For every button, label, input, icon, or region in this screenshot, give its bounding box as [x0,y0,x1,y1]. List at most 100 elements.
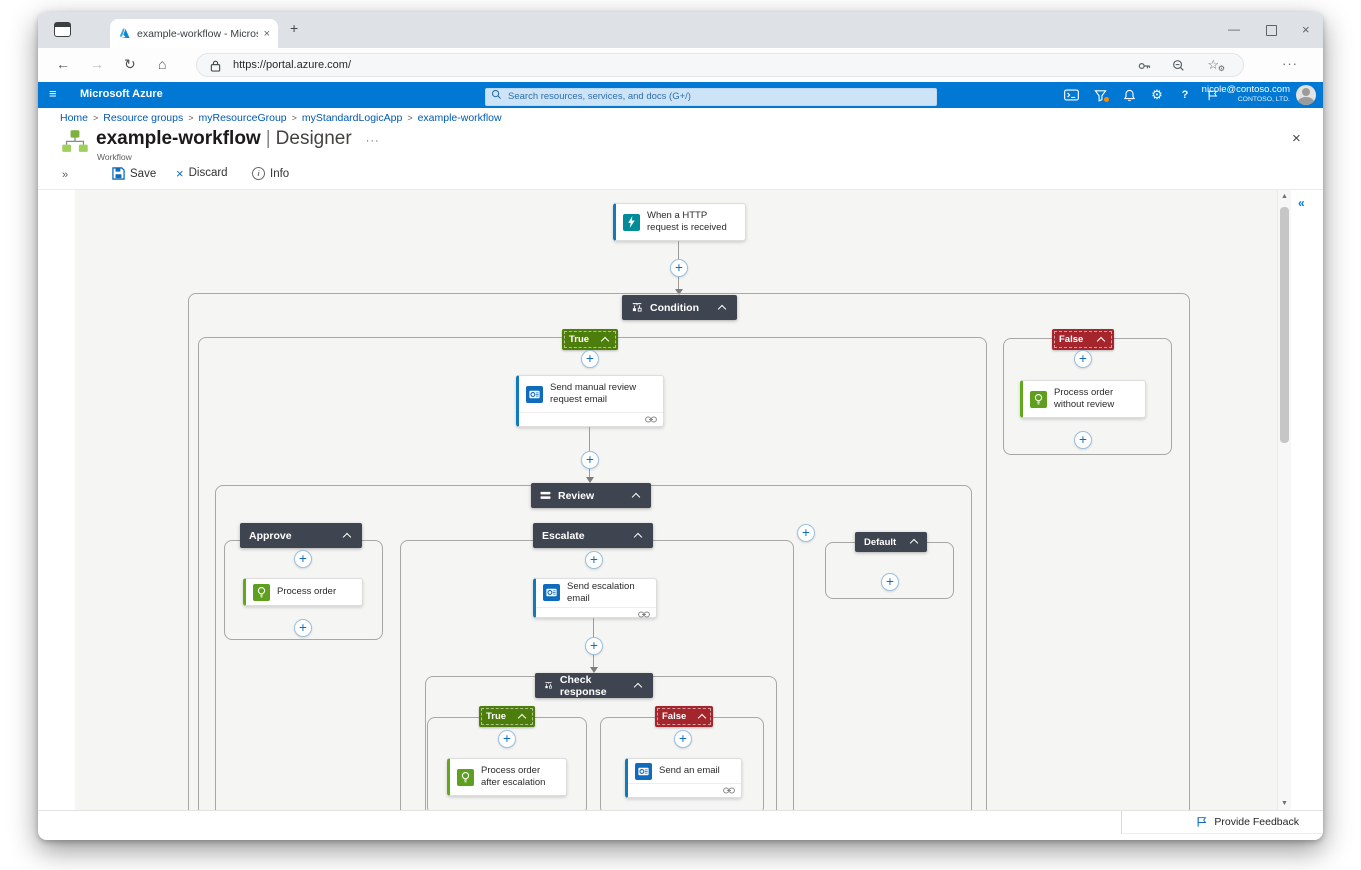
chevron-up-icon[interactable] [698,712,708,721]
connection-strip [628,783,741,797]
window-close-button[interactable]: × [1302,22,1310,37]
chevron-up-icon[interactable] [910,538,920,547]
avatar[interactable] [1296,85,1316,105]
check-response-header[interactable]: Check response [535,673,653,698]
favorites-star-icon[interactable]: ☆ [1207,57,1219,72]
add-action-button[interactable]: + [498,730,516,748]
help-icon[interactable]: ? [1181,89,1189,101]
back-icon[interactable]: ← [56,56,70,72]
provide-feedback-link[interactable]: Provide Feedback [1121,811,1323,834]
info-icon: i [252,167,265,180]
case-label: Default [864,536,897,548]
add-action-button[interactable]: + [294,550,312,568]
nested-false-label[interactable]: False [655,706,713,727]
breadcrumb-sep-icon: > [407,113,413,123]
chevron-up-icon[interactable] [634,531,644,540]
chevron-up-icon[interactable] [518,712,528,721]
info-button[interactable]: i Info [252,167,289,180]
toolbar-overflow-icon[interactable]: » [62,169,69,181]
add-action-button[interactable]: + [1074,350,1092,368]
process-order-without-review-card[interactable]: Process order without review [1020,380,1146,418]
chevron-up-icon[interactable] [1097,335,1107,344]
azure-search-input[interactable] [485,87,937,106]
nested-true-label[interactable]: True [479,706,535,727]
function-icon [253,583,270,601]
escalate-case-header[interactable]: Escalate [533,523,653,548]
chevron-up-icon[interactable] [718,303,728,312]
vertical-scrollbar[interactable]: ▲ ▼ [1277,190,1291,810]
process-order-card[interactable]: Process order [243,578,363,606]
refresh-icon[interactable]: ↻ [124,56,136,72]
send-manual-review-card[interactable]: Send manual review request email [516,375,664,427]
add-action-button[interactable]: + [670,259,688,277]
designer-canvas[interactable]: When a HTTP request is received + Condit… [75,190,1277,810]
add-action-button[interactable]: + [294,619,312,637]
approve-case-header[interactable]: Approve [240,523,362,548]
scroll-down-icon[interactable]: ▼ [1281,800,1288,807]
forward-icon[interactable]: → [90,56,104,72]
breadcrumb-workflow[interactable]: example-workflow [417,112,502,124]
cloud-shell-icon[interactable] [1063,87,1079,103]
breadcrumb-resource-group[interactable]: myResourceGroup [198,112,287,124]
notifications-bell-icon[interactable] [1121,87,1137,103]
chevron-up-icon[interactable] [632,491,642,500]
add-action-button[interactable]: + [581,350,599,368]
default-case-header[interactable]: Default [855,532,927,552]
true-label: True [569,334,590,345]
azure-favicon [119,28,130,39]
title-more-icon[interactable]: ··· [365,135,380,147]
trigger-card[interactable]: When a HTTP request is received [613,203,746,241]
discard-button[interactable]: × Discard [176,165,228,181]
zoom-out-icon[interactable] [1172,59,1185,72]
breadcrumb-resource-groups[interactable]: Resource groups [103,112,184,124]
hamburger-menu-icon[interactable]: ≡ [49,86,57,101]
browser-menu-icon[interactable]: ··· [1282,56,1298,71]
key-icon[interactable] [1138,60,1151,72]
scroll-up-icon[interactable]: ▲ [1281,193,1288,200]
window-minimize-button[interactable]: — [1228,22,1240,36]
breadcrumb-logic-app[interactable]: myStandardLogicApp [301,112,403,124]
condition-header[interactable]: Condition [622,295,737,320]
process-order-after-escalation-card[interactable]: Process order after escalation [447,758,567,796]
send-an-email-card[interactable]: Send an email [625,758,742,798]
connector-arrow [586,477,594,483]
add-action-button[interactable]: + [585,637,603,655]
feedback-icon [1197,817,1207,827]
add-action-button[interactable]: + [585,551,603,569]
discard-x-icon: × [176,165,184,181]
url-bar[interactable]: https://portal.azure.com/ ☆ ⚙ [196,53,1244,77]
breadcrumb-home[interactable]: Home [60,112,89,124]
add-action-button[interactable]: + [674,730,692,748]
scrollbar-thumb[interactable] [1280,207,1289,443]
account-info[interactable]: nicole@contoso.com CONTOSO, LTD. [1188,84,1290,104]
review-switch-header[interactable]: Review [531,483,651,508]
close-blade-icon[interactable]: × [1292,130,1301,147]
home-icon[interactable]: ⌂ [158,56,167,72]
add-case-button[interactable]: + [797,524,815,542]
true-branch-label[interactable]: True [562,329,618,350]
feedback-flag-icon[interactable] [1205,87,1221,103]
azure-brand[interactable]: Microsoft Azure [80,88,163,100]
tab-close-icon[interactable]: × [263,27,270,40]
add-action-button[interactable]: + [1074,431,1092,449]
settings-gear-icon[interactable]: ⚙ [1151,87,1163,102]
false-branch-label[interactable]: False [1052,329,1114,350]
new-tab-button[interactable]: + [290,20,299,36]
workspaces-icon[interactable] [54,22,71,37]
save-icon [112,167,125,180]
add-action-button[interactable]: + [581,451,599,469]
condition-icon [632,303,642,312]
browser-address-bar: ← → ↻ ⌂ https://portal.azure.com/ ☆ ⚙ ··… [38,48,1323,82]
chevron-up-icon[interactable] [343,531,353,540]
window-restore-button[interactable] [1266,25,1277,36]
send-escalation-email-card[interactable]: Send escalation email [533,578,657,618]
chevron-up-icon[interactable] [601,335,611,344]
collapse-panel-icon[interactable]: « [1298,196,1305,210]
azure-search[interactable] [485,86,937,106]
chevron-up-icon[interactable] [634,681,644,690]
browser-tab[interactable]: example-workflow - Microsoft A × [110,19,278,48]
save-button[interactable]: Save [112,167,156,180]
directory-filter-icon[interactable] [1092,87,1109,103]
add-action-button[interactable]: + [881,573,899,591]
